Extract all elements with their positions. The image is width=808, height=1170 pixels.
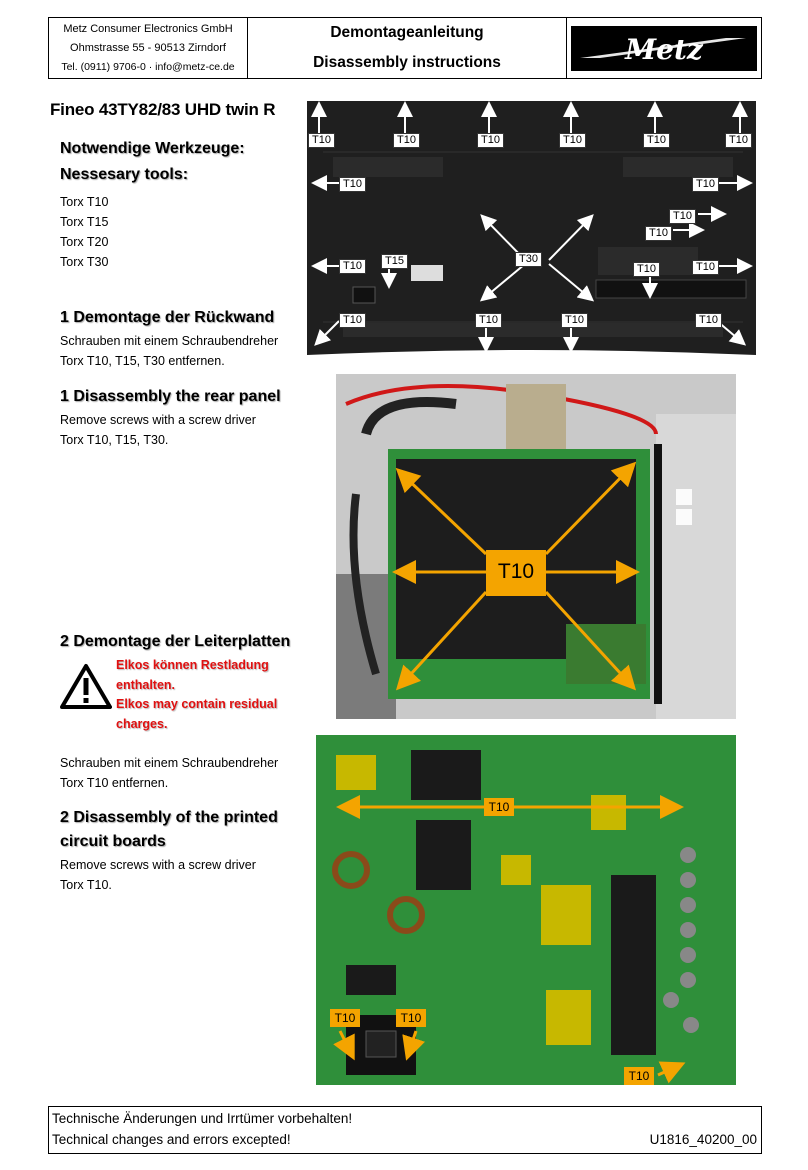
screw-tag: T10 [339, 177, 366, 192]
psu-board-photo: T10 T10 T10 T10 [316, 735, 736, 1085]
screw-tag: T10 [725, 133, 752, 148]
rear-panel-photo: T10 T10 T10 T10 T10 T10 T10 T10 T10 T10 … [303, 97, 760, 359]
tools-heading-de: Notwendige Werkzeuge: [60, 140, 245, 157]
section2-en-line: Torx T10. [60, 877, 112, 892]
section2-de-heading: 2 Demontage der Leiterplatten [60, 633, 291, 650]
warning-line: Elkos may contain residual [116, 697, 278, 711]
section2-de: 2 Demontage der Leiterplatten [60, 630, 290, 654]
tool-item: Torx T30 [60, 255, 109, 269]
screw-tag: T10 [633, 262, 660, 277]
tools-section: Notwendige Werkzeuge: Nessesary tools: T… [60, 136, 245, 272]
metz-logo: Metz [571, 25, 757, 71]
section1-de-heading: 1 Demontage der Rückwand [60, 309, 275, 326]
tool-item: Torx T15 [60, 215, 109, 229]
screw-tag: T10 [561, 313, 588, 328]
logo-text: Metz [624, 33, 704, 66]
document-code: U1816_40200_00 [649, 1132, 757, 1147]
section1-en-line: Remove screws with a screw driver [60, 413, 256, 427]
section2-en-heading-line: circuit boards [60, 833, 166, 850]
screw-tag: T10 [645, 226, 672, 241]
psu-screw-tag: T10 [628, 1069, 650, 1083]
screw-tag: T10 [308, 133, 335, 148]
warning-line: Elkos können Restladung [116, 658, 269, 672]
section1-de-line: Torx T10, T15, T30 entfernen. [60, 353, 225, 368]
section2-en-heading-line: 2 Disassembly of the printed [60, 809, 278, 826]
logo-cell: Metz [567, 18, 761, 78]
mainboard-screw-tag: T10 [497, 560, 535, 583]
title-en: Disassembly instructions [313, 54, 501, 71]
section2-de-line: Torx T10 entfernen. [60, 775, 169, 790]
company-address: Ohmstrasse 55 - 90513 Zirndorf [70, 41, 226, 54]
screw-tag: T10 [339, 313, 366, 328]
section2-en-line: Remove screws with a screw driver [60, 858, 256, 872]
tool-item: Torx T10 [60, 195, 109, 209]
section1-en-line: Torx T10, T15, T30. [60, 432, 169, 447]
company-name: Metz Consumer Electronics GmbH [63, 23, 233, 36]
footer-disclaimer-en: Technical changes and errors excepted! [52, 1132, 291, 1147]
psu-screw-tag: T10 [400, 1011, 422, 1025]
screw-tag: T30 [515, 252, 542, 267]
screw-tag: T10 [643, 133, 670, 148]
company-contact: Tel. (0911) 9706-0 · info@metz-ce.de [61, 60, 235, 73]
screw-tag: T15 [381, 254, 408, 269]
company-info: Metz Consumer Electronics GmbH Ohmstrass… [49, 18, 248, 78]
label-sticker [411, 265, 443, 281]
warning-line: charges. [116, 716, 168, 731]
warning-text: Elkos können Restladung enthalten. Elkos… [116, 656, 277, 734]
section2-en: 2 Disassembly of the printed circuit boa… [60, 806, 278, 895]
tool-item: Torx T20 [60, 235, 109, 249]
screw-tag: T10 [339, 259, 366, 274]
tools-heading-en: Nessesary tools: [60, 166, 189, 183]
section1-en-heading: 1 Disassembly the rear panel [60, 388, 281, 405]
title-de: Demontageanleitung [330, 24, 484, 41]
document-header: Metz Consumer Electronics GmbH Ohmstrass… [48, 17, 762, 79]
screw-tag: T10 [559, 133, 586, 148]
section1-en: 1 Disassembly the rear panel Remove scre… [60, 385, 281, 450]
warning-triangle-icon [60, 664, 112, 709]
screw-tag: T10 [477, 133, 504, 148]
warning-line: enthalten. [116, 677, 176, 692]
section2-de-line: Schrauben mit einem Schraubendreher [60, 756, 279, 770]
section1-de: 1 Demontage der Rückwand Schrauben mit e… [60, 306, 278, 371]
warning-block: Elkos können Restladung enthalten. Elkos… [60, 656, 277, 734]
tools-list: Torx T10 Torx T15 Torx T20 Torx T30 [60, 192, 245, 272]
screw-tag: T10 [692, 260, 719, 275]
screw-tag: T10 [475, 313, 502, 328]
screw-tag: T10 [692, 177, 719, 192]
footer-disclaimer-de: Technische Änderungen und Irrtümer vorbe… [52, 1111, 353, 1126]
psu-screw-tag: T10 [334, 1011, 356, 1025]
screw-tag: T10 [669, 209, 696, 224]
section2-de-instructions: Schrauben mit einem Schraubendreher Torx… [60, 752, 278, 793]
psu-screw-tag: T10 [488, 800, 510, 814]
document-title: Demontageanleitung Disassembly instructi… [248, 18, 567, 78]
mainboard-photo: T10 [336, 374, 736, 719]
document-footer: Technische Änderungen und Irrtümer vorbe… [48, 1106, 762, 1154]
section1-de-line: Schrauben mit einem Schraubendreher [60, 334, 279, 348]
screw-tag: T10 [393, 133, 420, 148]
model-title: Fineo 43TY82/83 UHD twin R [50, 100, 276, 119]
screw-tag: T10 [695, 313, 722, 328]
